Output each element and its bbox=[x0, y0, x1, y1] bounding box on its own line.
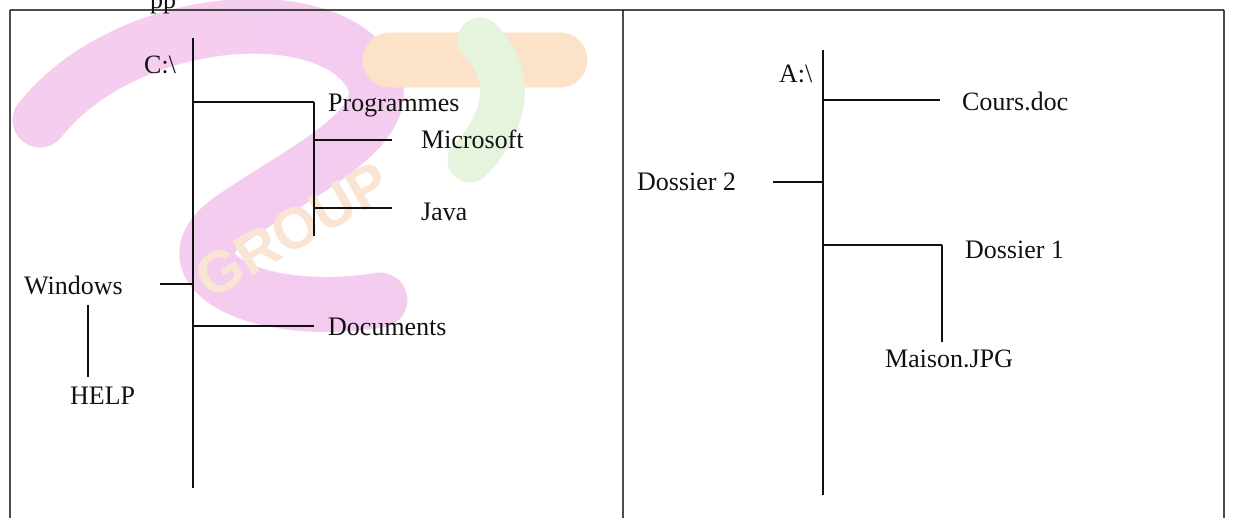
documents-label: Documents bbox=[328, 312, 446, 341]
help-label: HELP bbox=[70, 381, 135, 410]
cours-doc-label: Cours.doc bbox=[962, 87, 1068, 116]
dossier1-label: Dossier 1 bbox=[965, 235, 1064, 264]
frame bbox=[9, 9, 1225, 518]
root-c-label: C:\ bbox=[144, 50, 177, 79]
watermark-stroke-magenta bbox=[12, 0, 408, 332]
cropped-heading-text: pp bbox=[150, 0, 176, 14]
right-tree: A:\ Cours.doc Dossier 2 Dossier 1 Maison… bbox=[637, 50, 1068, 495]
windows-label: Windows bbox=[24, 271, 123, 300]
programmes-label: Programmes bbox=[328, 88, 459, 117]
microsoft-label: Microsoft bbox=[421, 125, 524, 154]
watermark-stroke-green bbox=[447, 17, 525, 183]
dossier2-label: Dossier 2 bbox=[637, 167, 736, 196]
maison-jpg-label: Maison.JPG bbox=[885, 344, 1013, 373]
watermark: GROUP bbox=[12, 0, 588, 332]
root-a-label: A:\ bbox=[779, 59, 813, 88]
java-label: Java bbox=[421, 197, 468, 226]
left-tree: C:\ Programmes Microsoft Java Windows HE… bbox=[24, 38, 524, 488]
